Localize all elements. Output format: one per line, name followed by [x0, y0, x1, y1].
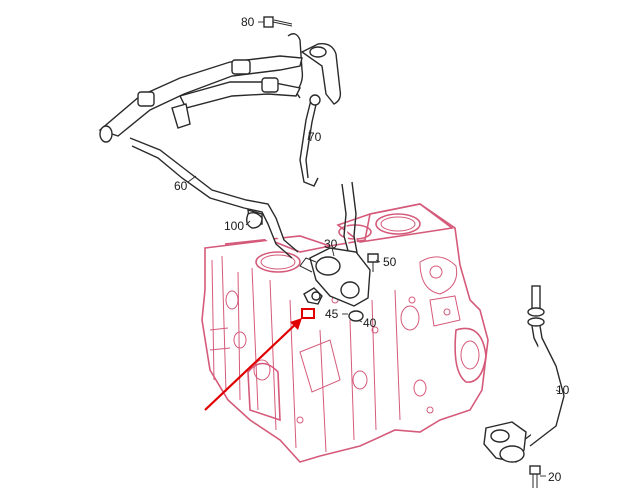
callout-45: 45 — [325, 307, 339, 321]
part-70-pipe — [287, 33, 342, 187]
callout-50: 50 — [383, 255, 397, 269]
highlight-box — [301, 308, 315, 319]
arrow-head-icon — [290, 318, 302, 330]
callout-20: 20 — [548, 470, 562, 484]
part-40-seal — [348, 310, 364, 322]
part-100-clamp — [245, 211, 263, 229]
callout-80: 80 — [241, 15, 255, 29]
callout-40: 40 — [363, 316, 377, 330]
callout-60: 60 — [174, 179, 188, 193]
engine-block — [201, 203, 489, 463]
part-30-housing — [299, 181, 371, 307]
callout-100: 100 — [224, 219, 244, 233]
part-10-tube — [483, 285, 565, 463]
leader-lines — [187, 21, 561, 477]
callout-10: 10 — [556, 383, 570, 397]
part-50-bolt — [367, 253, 379, 272]
part-80-bolt — [263, 16, 293, 28]
part-60-manifold-hose — [98, 55, 303, 259]
part-20-bolt — [529, 465, 541, 488]
highlight-marker — [204, 308, 315, 411]
callout-70: 70 — [308, 130, 322, 144]
highlight-arrow — [204, 319, 301, 411]
part-45-sensor — [303, 287, 323, 305]
callout-30: 30 — [324, 237, 338, 251]
